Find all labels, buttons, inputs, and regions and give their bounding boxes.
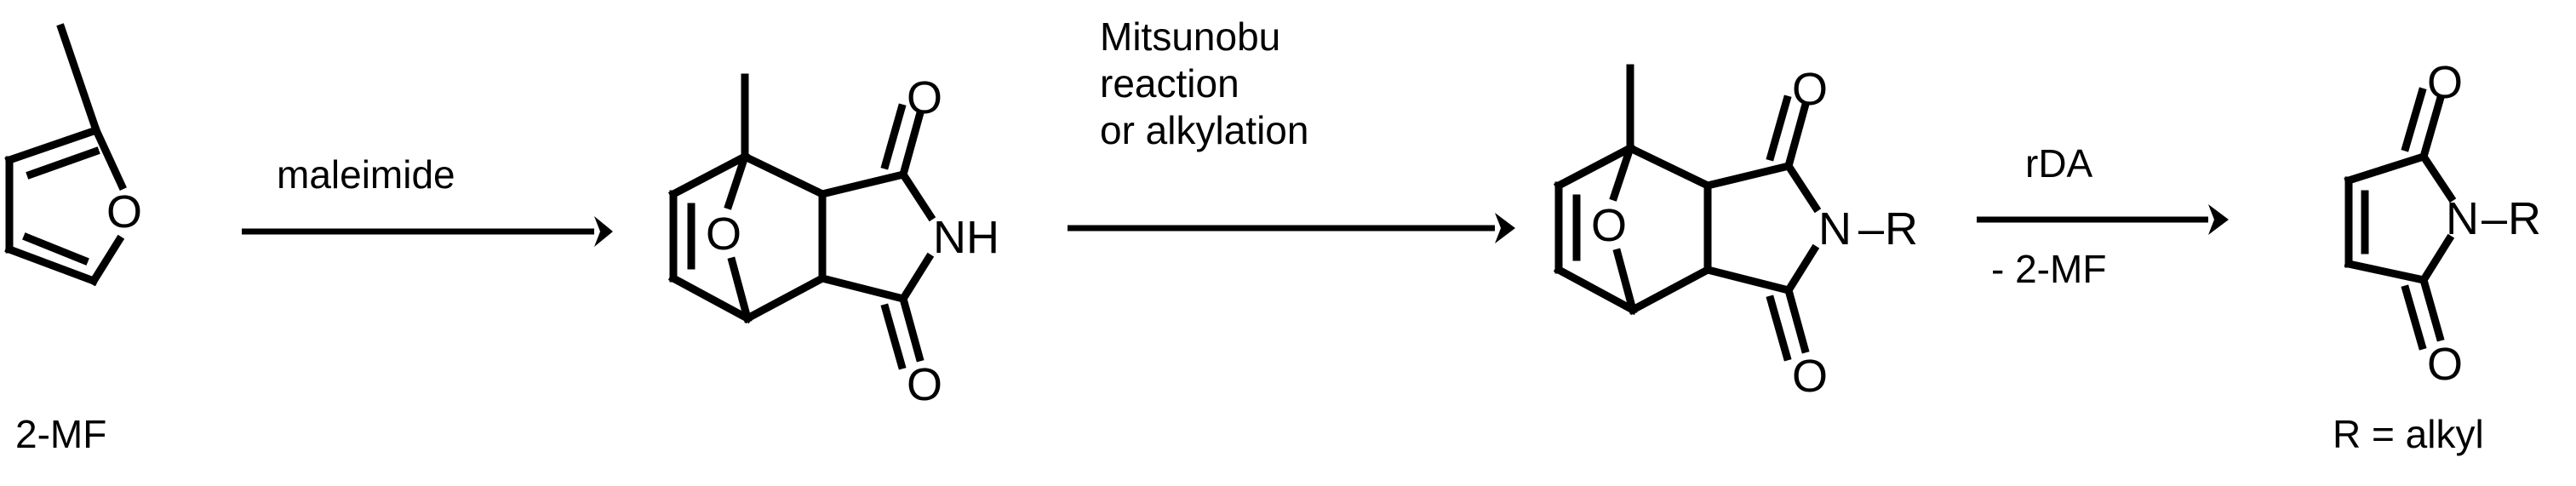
caption-r-equals-alkyl: R = alkyl	[2333, 412, 2484, 456]
atom-label-substituent-r: R	[1885, 203, 1918, 254]
bond-co-bot-dbl-b	[880, 303, 907, 370]
atom-label-carbonyl-oxygen-top: O	[2427, 57, 2463, 108]
atom-label-imide-nitrogen: N	[2446, 193, 2479, 244]
bond-methyl	[56, 23, 101, 135]
arrow-maleimide	[238, 0, 613, 486]
bond-obridge-c4	[727, 256, 753, 323]
bond-c5-c4	[1553, 264, 1639, 316]
bond-co-top-n	[897, 169, 936, 222]
bond-co-top-dbl-b	[2401, 87, 2427, 152]
arrow-mitsunobu	[1064, 0, 1515, 486]
atom-label-substituent-r: R	[2508, 193, 2541, 244]
arrow-mitsunobu-label-line2: reaction	[1100, 61, 1239, 106]
bond-co-bot-dbl-a	[898, 294, 924, 363]
arrow-rda-byproduct-label: - 2-MF	[1991, 247, 2107, 291]
bond-c2-c3	[4, 125, 101, 165]
bond-c4-c5-inner	[22, 232, 89, 266]
bond-co-bot-dbl-b	[2401, 284, 2427, 351]
atom-label-imide-nitrogen: N	[1818, 203, 1852, 254]
bond-c3-co-top	[2344, 152, 2429, 186]
atom-label-bridge-oxygen: O	[706, 209, 741, 260]
bond-co-top-n	[2418, 151, 2457, 203]
bond-c1-obridge	[1609, 143, 1635, 202]
bond-c4-co-bottom	[2344, 259, 2429, 285]
bond-cb-c4	[741, 272, 828, 324]
atom-label-n-r-bond-dash: –	[2482, 193, 2507, 244]
bond-c1-ca	[1624, 142, 1714, 192]
caption-2-mf: 2-MF	[15, 412, 107, 456]
bond-n-co-bottom	[1783, 243, 1820, 296]
bond-c1-ca	[739, 151, 828, 200]
atom-label-n-r-bond-dash: –	[1858, 203, 1884, 254]
arrow-mitsunobu-label-line3: or alkylation	[1100, 108, 1309, 152]
structure-n-alkyl-maleimide: N – R O O	[2314, 0, 2576, 486]
arrow-shaft-head	[1977, 204, 2229, 235]
arrow-rda-label: rDA	[2025, 141, 2093, 186]
atom-label-bridge-oxygen: O	[1591, 200, 1627, 251]
bond-co-top-dbl-b	[880, 103, 907, 170]
bond-c2-o	[91, 125, 127, 191]
bond-c4-c5	[4, 244, 99, 286]
bond-c2-c3-inner	[26, 146, 100, 180]
atom-label-carbonyl-oxygen-top: O	[1792, 64, 1828, 115]
bond-co-top-n	[1783, 160, 1822, 214]
arrow-maleimide-label: maleimide	[277, 152, 455, 197]
arrow-shaft-head	[242, 216, 613, 247]
atom-label-imide-nitrogen: NH	[933, 212, 999, 263]
bond-obridge-c4	[1612, 248, 1638, 315]
bond-n-co-bottom	[897, 252, 935, 305]
bond-c5-c4	[667, 272, 753, 324]
arrow-mitsunobu-label-line1: Mitsunobu	[1100, 14, 1281, 59]
bond-co-top-dbl-a	[1783, 102, 1810, 171]
bond-co-bot-dbl-b	[1766, 294, 1792, 362]
arrow-rda	[1973, 0, 2229, 486]
bond-cb-co-bottom	[817, 273, 908, 304]
atom-label-carbonyl-oxygen-bottom: O	[1792, 351, 1828, 402]
bond-co-bot-dbl-a	[1783, 285, 1810, 354]
structure-oxanorbornene-imide-nh: O O O NH	[638, 0, 1073, 486]
structure-oxanorbornene-imide-nr: O O O N – R	[1524, 0, 1958, 486]
atom-label-carbonyl-oxygen-top: O	[907, 72, 942, 123]
bond-ca-co-top	[1703, 161, 1794, 191]
bond-cb-co-bottom	[1703, 265, 1794, 295]
bond-c1-c6	[667, 151, 751, 200]
bond-n-co-bottom	[2418, 233, 2455, 286]
structure-2-methylfuran: O	[0, 0, 255, 486]
atom-label-ring-oxygen: O	[106, 186, 142, 237]
bond-c1-c6	[1553, 142, 1636, 192]
bond-ca-co-top	[817, 169, 908, 199]
bond-o-c5	[88, 234, 125, 287]
bond-co-top-dbl-b	[1766, 94, 1792, 162]
bond-co-top-dbl-a	[898, 111, 924, 180]
atom-label-carbonyl-oxygen-bottom: O	[2427, 339, 2463, 390]
bond-co-top-dbl-a	[2419, 95, 2445, 162]
bond-c1-obridge	[724, 152, 750, 210]
bond-cb-c4	[1627, 264, 1714, 316]
atom-label-carbonyl-oxygen-bottom: O	[907, 359, 942, 410]
bond-co-bot-dbl-a	[2419, 275, 2445, 342]
arrow-shaft-head	[1068, 213, 1515, 243]
